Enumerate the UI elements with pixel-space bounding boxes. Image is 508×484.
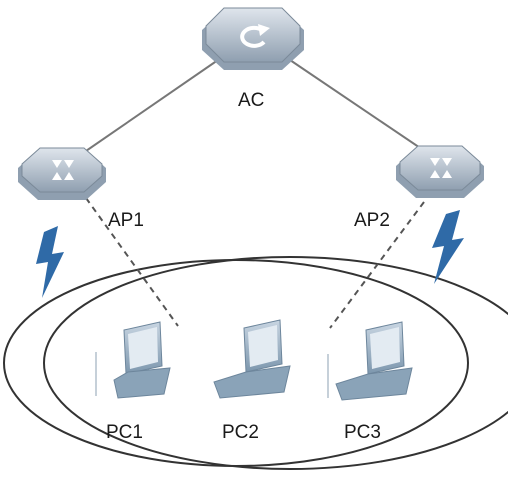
link-ac-ap2: [289, 59, 439, 161]
ap1-device: [18, 147, 106, 200]
link-ap2-pc3: [329, 201, 425, 329]
refresh-arrow-icon: [240, 24, 270, 48]
pc3-laptop: [327, 321, 413, 401]
laptop-icon: [213, 319, 291, 399]
coverage-area-ap2: [43, 256, 508, 470]
ac-label: AC: [238, 90, 264, 111]
access-point-arrows-icon: [52, 160, 74, 180]
laptop-icon: [327, 321, 413, 401]
ap1-label: AP1: [108, 210, 144, 231]
access-point-arrows-icon: [430, 158, 452, 178]
pc1-label: PC1: [106, 422, 143, 443]
ap2-device: [396, 145, 484, 198]
ap2-label: AP2: [354, 210, 390, 231]
link-ap1-pc1: [85, 197, 179, 327]
lightning-icon: [432, 210, 464, 284]
link-ac-ap1: [69, 59, 219, 163]
ac-device: [202, 7, 304, 70]
lightning-icon: [36, 226, 64, 298]
pc2-label: PC2: [222, 422, 259, 443]
pc3-label: PC3: [344, 422, 381, 443]
laptop-icon: [95, 321, 171, 399]
pc2-laptop: [213, 319, 291, 399]
pc1-laptop: [95, 321, 171, 399]
